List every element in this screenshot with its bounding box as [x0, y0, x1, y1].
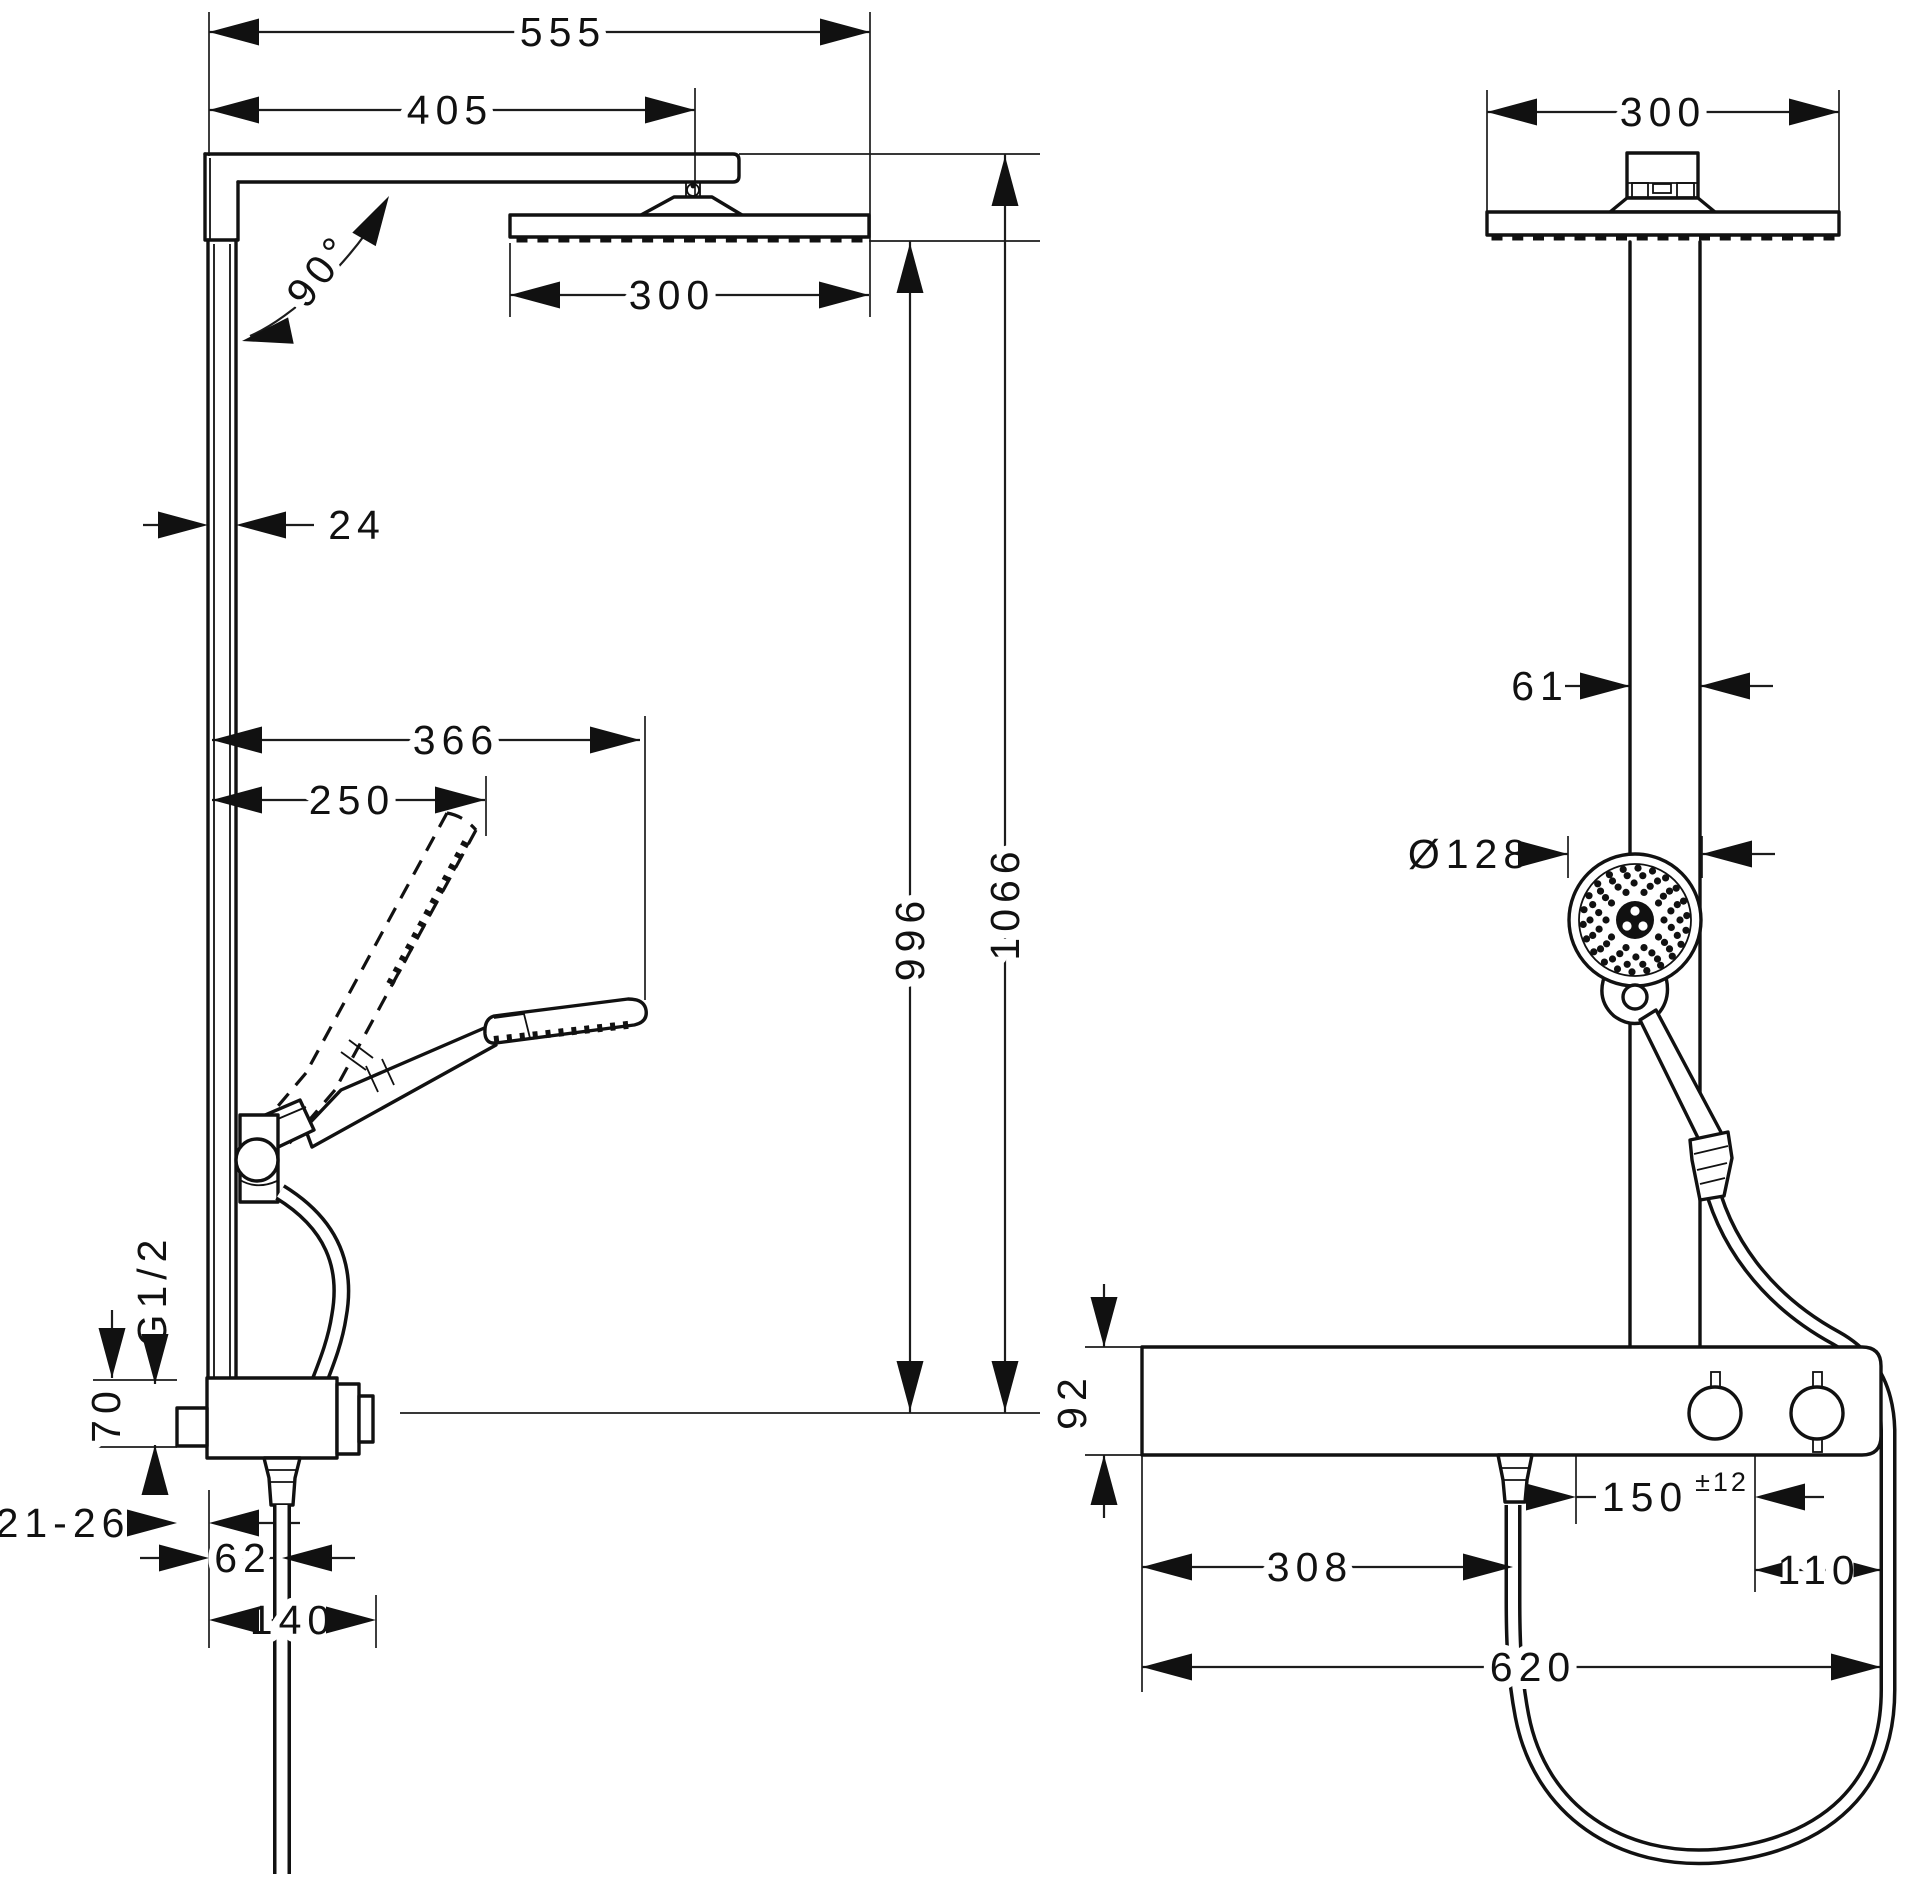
- dim-366-label: 366: [413, 717, 499, 763]
- dim-405-label: 405: [407, 87, 493, 133]
- dim-110-label: 110: [1777, 1547, 1860, 1593]
- angle-90-label: 90°: [277, 224, 363, 315]
- thread-g12-label: G1/2: [129, 1234, 175, 1347]
- dim-300-side-label: 300: [629, 272, 715, 318]
- shower-pipe: [206, 238, 238, 1380]
- dim-620-label: 620: [1490, 1644, 1576, 1690]
- dim-24-label: 24: [328, 502, 386, 548]
- dim-555-label: 555: [520, 9, 606, 55]
- dimension-labels: 555 405 300 24 90° 366 250 996 1066 G1/2…: [0, 1, 1863, 1698]
- thermostat-valve-side: [175, 1376, 375, 1874]
- dim-308-label: 308: [1267, 1544, 1353, 1590]
- dim-61-label: 61: [1511, 663, 1569, 709]
- dimension-arrowheads: [98, 18, 1881, 1681]
- dim-150-label: 150: [1602, 1474, 1688, 1520]
- dim-128-label: Ø128: [1408, 831, 1532, 877]
- spray-nubs-side: [516, 236, 863, 243]
- dim-21-26-label: 21-26: [0, 1500, 130, 1546]
- shower-arm: [203, 152, 741, 242]
- spray-nubs-front: [1491, 234, 1835, 241]
- dim-92-label: 92: [1049, 1372, 1095, 1430]
- dim-62-label: 62: [214, 1535, 272, 1581]
- shower-column-front: [1628, 240, 1702, 1349]
- thermostat-shelf-front: [1140, 1345, 1883, 1504]
- dim-250-label: 250: [309, 777, 395, 823]
- hand-shower-holder: [234, 1113, 280, 1204]
- hand-shower-side: [256, 997, 648, 1152]
- side-view: [175, 152, 871, 1874]
- spray-dots: [1579, 864, 1691, 976]
- front-view: [1140, 151, 1897, 1866]
- dim-140-label: 140: [250, 1597, 336, 1643]
- dim-300-front-label: 300: [1620, 89, 1706, 135]
- dim-70-label: 70: [83, 1385, 129, 1443]
- overhead-shower-side: [508, 183, 871, 243]
- overhead-shower-front: [1485, 151, 1841, 241]
- dim-150-tolerance-label: ±12: [1695, 1467, 1749, 1497]
- dim-1066-label: 1066: [982, 845, 1028, 960]
- shower-hose-front: [1504, 1170, 1897, 1866]
- hand-shower-front: [1567, 852, 1734, 1202]
- dim-996-label: 996: [887, 895, 933, 981]
